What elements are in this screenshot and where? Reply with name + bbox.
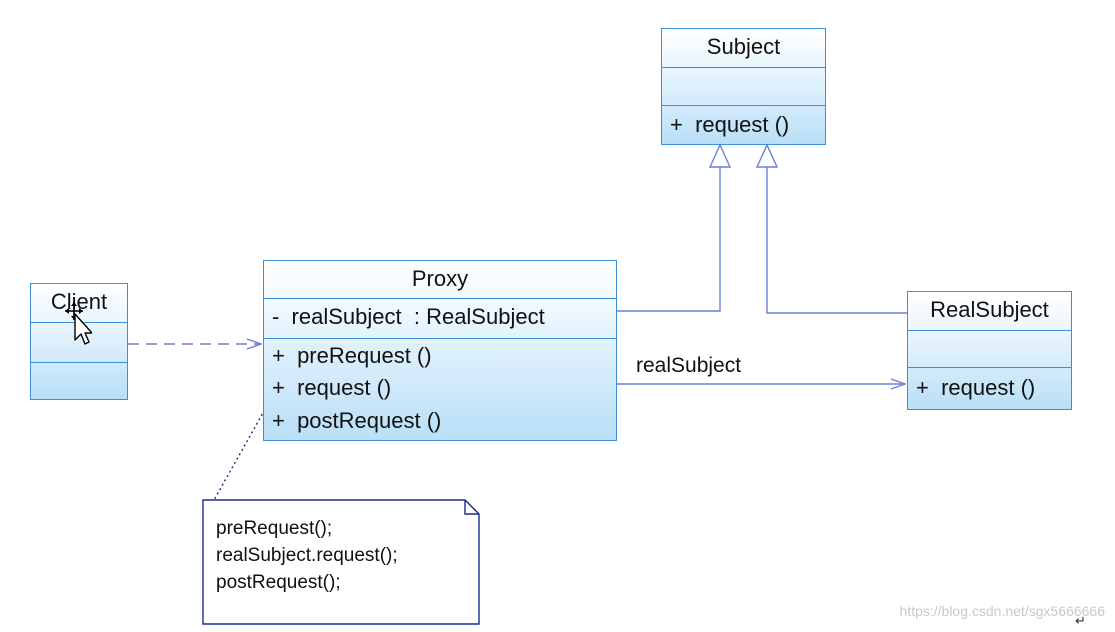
client-class[interactable]: Client bbox=[30, 283, 128, 400]
real-subject-generalization-line bbox=[767, 145, 907, 314]
real-subject-attributes-compartment bbox=[908, 330, 1071, 367]
implementation-note[interactable]: preRequest(); realSubject.request(); pos… bbox=[203, 500, 479, 624]
client-operations-compartment bbox=[31, 362, 127, 399]
real-subject-class-name: RealSubject bbox=[930, 297, 1049, 322]
real-subject-operation-request: + request () bbox=[916, 375, 1036, 400]
return-symbol-icon: ↵ bbox=[1075, 613, 1086, 628]
proxy-operation-post-request: + postRequest () bbox=[272, 408, 442, 433]
subject-class[interactable]: Subject + request () bbox=[661, 28, 826, 145]
proxy-attribute-real-subject: - realSubject : RealSubject bbox=[272, 304, 545, 329]
subject-operations-compartment bbox=[662, 105, 825, 144]
association-label: realSubject bbox=[636, 354, 742, 377]
watermark: https://blog.csdn.net/sgx5666666 bbox=[899, 603, 1105, 619]
proxy-class[interactable]: Proxy - realSubject : RealSubject + preR… bbox=[263, 260, 617, 441]
subject-class-name: Subject bbox=[706, 34, 781, 59]
move-cursor-icon bbox=[65, 302, 92, 345]
real-subject-operations-compartment bbox=[908, 367, 1071, 409]
note-line-pre-request: preRequest(); bbox=[216, 518, 333, 539]
proxy-operations-compartment bbox=[264, 338, 616, 440]
note-line-real-subject-request: realSubject.request(); bbox=[216, 545, 398, 566]
subject-operation-request: + request () bbox=[670, 112, 790, 137]
proxy-operation-request: + request () bbox=[272, 375, 392, 400]
note-line-post-request: postRequest(); bbox=[216, 572, 341, 593]
note-outline bbox=[202, 499, 480, 625]
proxy-attributes-compartment bbox=[264, 298, 616, 339]
proxy-operation-pre-request: + preRequest () bbox=[272, 343, 432, 368]
proxy-class-name: Proxy bbox=[411, 266, 469, 291]
proxy-generalization-line bbox=[617, 145, 720, 312]
real-subject-class[interactable]: RealSubject + request () bbox=[907, 291, 1072, 410]
subject-attributes-compartment bbox=[662, 67, 825, 105]
